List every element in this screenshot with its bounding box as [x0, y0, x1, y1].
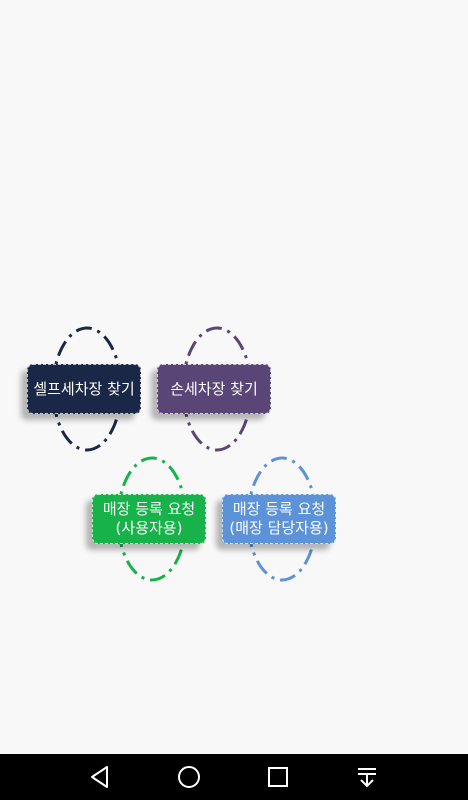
register-user-label-line2: (사용자용)	[115, 519, 183, 537]
menu-item-register-owner[interactable]: 매장 등록 요청 (매장 담당자용)	[222, 455, 352, 585]
menu-item-self-wash[interactable]: 셀프세차장 찾기	[27, 325, 157, 455]
home-icon	[178, 766, 200, 788]
recents-icon	[268, 767, 288, 787]
self-wash-button[interactable]: 셀프세차장 찾기	[27, 364, 141, 414]
menu-item-hand-wash[interactable]: 손세차장 찾기	[157, 325, 287, 455]
notification-pulldown-icon	[358, 768, 376, 788]
recents-button[interactable]	[248, 754, 308, 800]
system-navigation-bar	[0, 754, 468, 800]
self-wash-label: 셀프세차장 찾기	[33, 379, 135, 398]
notification-pulldown-button[interactable]	[337, 754, 397, 800]
hand-wash-button[interactable]: 손세차장 찾기	[157, 364, 271, 414]
register-owner-label-line2: (매장 담당자용)	[229, 519, 329, 537]
register-owner-button[interactable]: 매장 등록 요청 (매장 담당자용)	[222, 494, 336, 544]
register-user-button[interactable]: 매장 등록 요청 (사용자용)	[92, 494, 206, 544]
menu-item-register-user[interactable]: 매장 등록 요청 (사용자용)	[92, 455, 222, 585]
home-button[interactable]	[159, 754, 219, 800]
hand-wash-label: 손세차장 찾기	[170, 379, 258, 398]
app-content: 셀프세차장 찾기 손세차장 찾기 매장 등록 요청 (사용자용) 매장 등록 요…	[27, 325, 352, 585]
register-owner-label-line1: 매장 등록 요청	[232, 500, 326, 518]
back-button[interactable]	[70, 754, 130, 800]
back-icon	[91, 766, 108, 788]
register-user-label-line1: 매장 등록 요청	[102, 500, 196, 518]
